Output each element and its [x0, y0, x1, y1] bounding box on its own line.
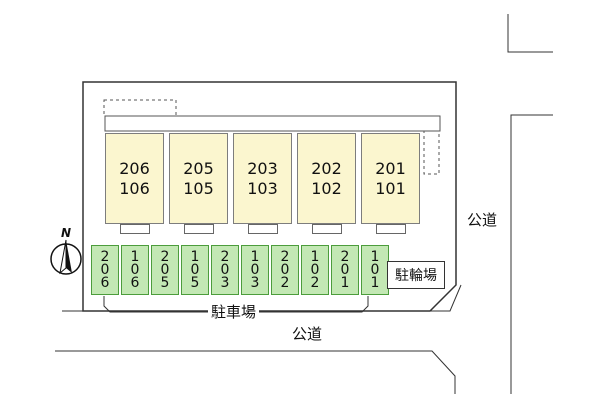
parking-space-digit: 0 — [100, 261, 110, 278]
parking-space-digit: 5 — [160, 274, 170, 291]
parking-space-digit: 0 — [220, 261, 230, 278]
parking-space-digit: 3 — [250, 274, 260, 291]
parking-space-digit: 2 — [280, 248, 290, 265]
parking-space-digit: 0 — [370, 261, 380, 278]
parking-space-digit: 6 — [130, 274, 140, 291]
parking-space-digit: 0 — [190, 261, 200, 278]
unit-lower-number: 102 — [311, 178, 342, 198]
parking-space-digit: 0 — [160, 261, 170, 278]
apartment-unit: 202 102 — [297, 133, 356, 224]
parking-space-digit: 2 — [280, 274, 290, 291]
bicycle-parking-label: 駐輪場 — [387, 261, 445, 289]
parking-space-digit: 2 — [310, 274, 320, 291]
parking-space-digit: 1 — [250, 248, 260, 265]
apartment-unit: 206 106 — [105, 133, 164, 224]
parking-space-digit: 2 — [160, 248, 170, 265]
unit-lower-number: 105 — [183, 178, 214, 198]
entrance-step — [376, 224, 406, 234]
neighbor-building-corner — [507, 14, 553, 53]
parking-space-digit: 3 — [220, 274, 230, 291]
dashed-area-top — [103, 99, 177, 117]
parking-space-digit: 1 — [130, 248, 140, 265]
parking-space-digit: 6 — [100, 274, 110, 291]
parking-space-digit: 2 — [100, 248, 110, 265]
parking-space-digit: 1 — [190, 248, 200, 265]
parking-space-digit: 1 — [340, 274, 350, 291]
road-label-south: 公道 — [292, 325, 323, 343]
parking-space-digit: 2 — [340, 248, 350, 265]
road-edge-south — [55, 350, 456, 394]
unit-upper-number: 206 — [119, 158, 150, 178]
road-edge-east — [510, 114, 553, 394]
entrance-step — [120, 224, 150, 234]
parking-space-digit: 0 — [340, 261, 350, 278]
corridor-bar — [104, 115, 441, 132]
parking-space-digit: 1 — [370, 274, 380, 291]
parking-space-digit: 1 — [310, 248, 320, 265]
parking-space-digit: 0 — [310, 261, 320, 278]
entrance-step — [184, 224, 214, 234]
apartment-unit: 205 105 — [169, 133, 228, 224]
unit-upper-number: 203 — [247, 158, 278, 178]
parking-space-digit: 2 — [220, 248, 230, 265]
north-label: N — [61, 226, 72, 240]
entrance-step — [312, 224, 342, 234]
road-label-east: 公道 — [467, 211, 498, 229]
parking-area-label: 駐車場 — [208, 305, 260, 320]
unit-lower-number: 103 — [247, 178, 278, 198]
apartment-unit: 203 103 — [233, 133, 292, 224]
parking-space-digit: 0 — [250, 261, 260, 278]
parking-space-digit: 0 — [130, 261, 140, 278]
parking-space-digit: 1 — [370, 248, 380, 265]
lot-frontage-line — [62, 284, 462, 312]
unit-upper-number: 202 — [311, 158, 342, 178]
parking-space-digit: 5 — [190, 274, 200, 291]
unit-upper-number: 205 — [183, 158, 214, 178]
entrance-step — [248, 224, 278, 234]
apartment-unit: 201 101 — [361, 133, 420, 224]
parking-space-digit: 0 — [280, 261, 290, 278]
unit-upper-number: 201 — [375, 158, 406, 178]
unit-lower-number: 106 — [119, 178, 150, 198]
north-arrow-icon — [50, 239, 82, 275]
unit-lower-number: 101 — [375, 178, 406, 198]
